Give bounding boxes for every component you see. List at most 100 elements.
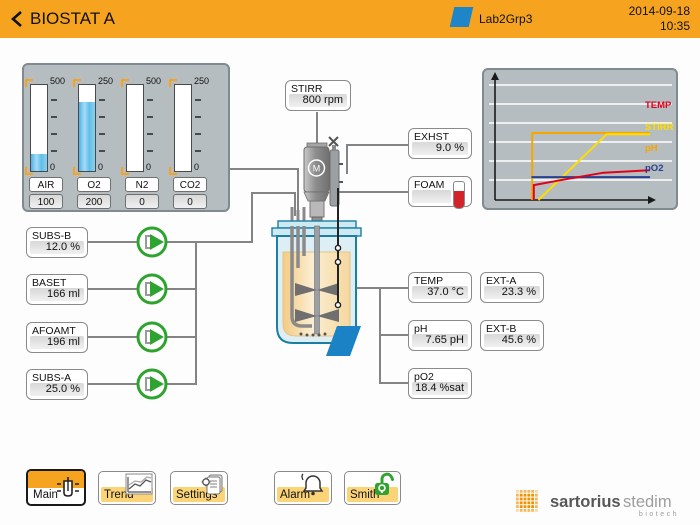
gauge-tick xyxy=(51,116,57,118)
stirrer-label: STIRR xyxy=(291,83,323,95)
gas-channel-label-N2[interactable]: N2 xyxy=(125,177,159,192)
gauge-min-label: 0 xyxy=(98,162,104,172)
gauge-min-label: 0 xyxy=(50,162,56,172)
gauge-corner-icon xyxy=(73,79,81,87)
pump-icon-BASET[interactable] xyxy=(136,273,168,305)
gauge-tick xyxy=(195,150,201,152)
connector-line xyxy=(379,334,408,336)
gauge-tick xyxy=(147,99,153,101)
pump-label: SUBS-A xyxy=(32,372,72,384)
exhaust-value-box[interactable]: EXHST 9.0 % xyxy=(408,128,472,159)
nav-button-alarm[interactable]: Alarm xyxy=(274,471,332,505)
foam-sensor-box[interactable]: FOAM xyxy=(408,176,472,209)
gas-channel-value-AIR[interactable]: 100 xyxy=(29,194,63,209)
bell-icon xyxy=(301,473,324,496)
legend-pO2: pO2 xyxy=(645,163,663,174)
connector-line xyxy=(338,191,408,193)
gauge-tick xyxy=(195,99,201,101)
gas-channel-label-CO2[interactable]: CO2 xyxy=(173,177,207,192)
gauge-bar-O2 xyxy=(78,84,96,172)
motor-letter: M xyxy=(313,164,321,174)
pump-icon-AFOAMT[interactable] xyxy=(136,321,168,353)
gas-channel-value-CO2[interactable]: 0 xyxy=(173,194,207,209)
gauge-tick xyxy=(99,99,105,101)
connector-line xyxy=(251,192,253,243)
gauge-corner-icon xyxy=(25,167,33,175)
gauge-tick xyxy=(99,116,105,118)
gauge-corner-icon xyxy=(25,79,33,87)
user-name[interactable]: Lab2Grp3 xyxy=(479,12,533,26)
back-chevron-icon[interactable] xyxy=(10,10,24,28)
legend-STIRR: STIRR xyxy=(645,122,674,133)
external-label: EXT-B xyxy=(486,323,517,335)
gauge-max-label: 500 xyxy=(50,76,66,86)
gauge-tick xyxy=(99,150,105,152)
sartorius-stedim-logo: sartorius stedim biotech xyxy=(516,484,688,525)
gauge-tick xyxy=(147,133,153,135)
external-label: EXT-A xyxy=(486,275,517,287)
gauge-bar-N2 xyxy=(126,84,144,172)
pump-value: 12.0 % xyxy=(30,241,84,254)
process-value: 37.0 °C xyxy=(412,286,468,299)
foam-probe xyxy=(334,188,342,309)
gauge-min-label: 0 xyxy=(146,162,152,172)
gauge-tick xyxy=(99,133,105,135)
date: 2014-09-18 xyxy=(628,4,690,18)
nav-button-trend[interactable]: Trend xyxy=(98,471,156,505)
exhaust-condenser xyxy=(328,136,343,207)
logo-sub: biotech xyxy=(639,511,679,518)
logo-brand2: stedim xyxy=(623,493,672,511)
nav-button-settings[interactable]: Settings xyxy=(170,471,228,505)
connector-line xyxy=(251,192,296,194)
gauge-corner-icon xyxy=(73,167,81,175)
nav-label-smith: Smith xyxy=(350,489,380,501)
logo-brand1: sartorius xyxy=(550,493,621,511)
gas-channel-value-O2[interactable]: 200 xyxy=(77,194,111,209)
pump-label: AFOAMT xyxy=(32,325,76,337)
pump-value: 25.0 % xyxy=(30,383,84,396)
gauge-fill-AIR xyxy=(31,153,47,171)
gauge-tick xyxy=(195,133,201,135)
pump-icon-SUBS-A[interactable] xyxy=(136,368,168,400)
trend-line-TEMP xyxy=(532,169,651,200)
gauge-corner-icon xyxy=(121,79,129,87)
gas-channel-label-O2[interactable]: O2 xyxy=(77,177,111,192)
unlocked-padlock-icon xyxy=(375,472,394,495)
pump-icon-SUBS-B[interactable] xyxy=(136,226,168,258)
gauge-tick xyxy=(147,116,153,118)
nav-button-main[interactable]: Main xyxy=(26,469,86,506)
gauge-tick xyxy=(51,150,57,152)
connector-line xyxy=(346,144,348,174)
connector-line xyxy=(346,144,408,146)
connector-line xyxy=(195,241,253,243)
time: 10:35 xyxy=(659,19,690,33)
nav-label-alarm: Alarm xyxy=(280,489,311,501)
vessel-lid xyxy=(271,220,362,237)
nav-button-user-smith[interactable]: Smith xyxy=(344,471,401,505)
gas-channel-value-N2[interactable]: 0 xyxy=(125,194,159,209)
gas-channel-label-AIR[interactable]: AIR xyxy=(29,177,63,192)
settings-document-icon xyxy=(201,474,223,495)
gauge-min-label: 0 xyxy=(194,162,200,172)
gauge-bar-CO2 xyxy=(174,84,192,172)
stirrer-value-box[interactable]: STIRR 800 rpm xyxy=(285,80,351,111)
pump-value: 196 ml xyxy=(30,336,84,349)
trend-line-STIRR xyxy=(537,133,650,201)
user-parallelogram-icon[interactable] xyxy=(449,7,474,27)
stirrer-value: 800 rpm xyxy=(289,94,347,107)
gauge-corner-icon xyxy=(169,79,177,87)
